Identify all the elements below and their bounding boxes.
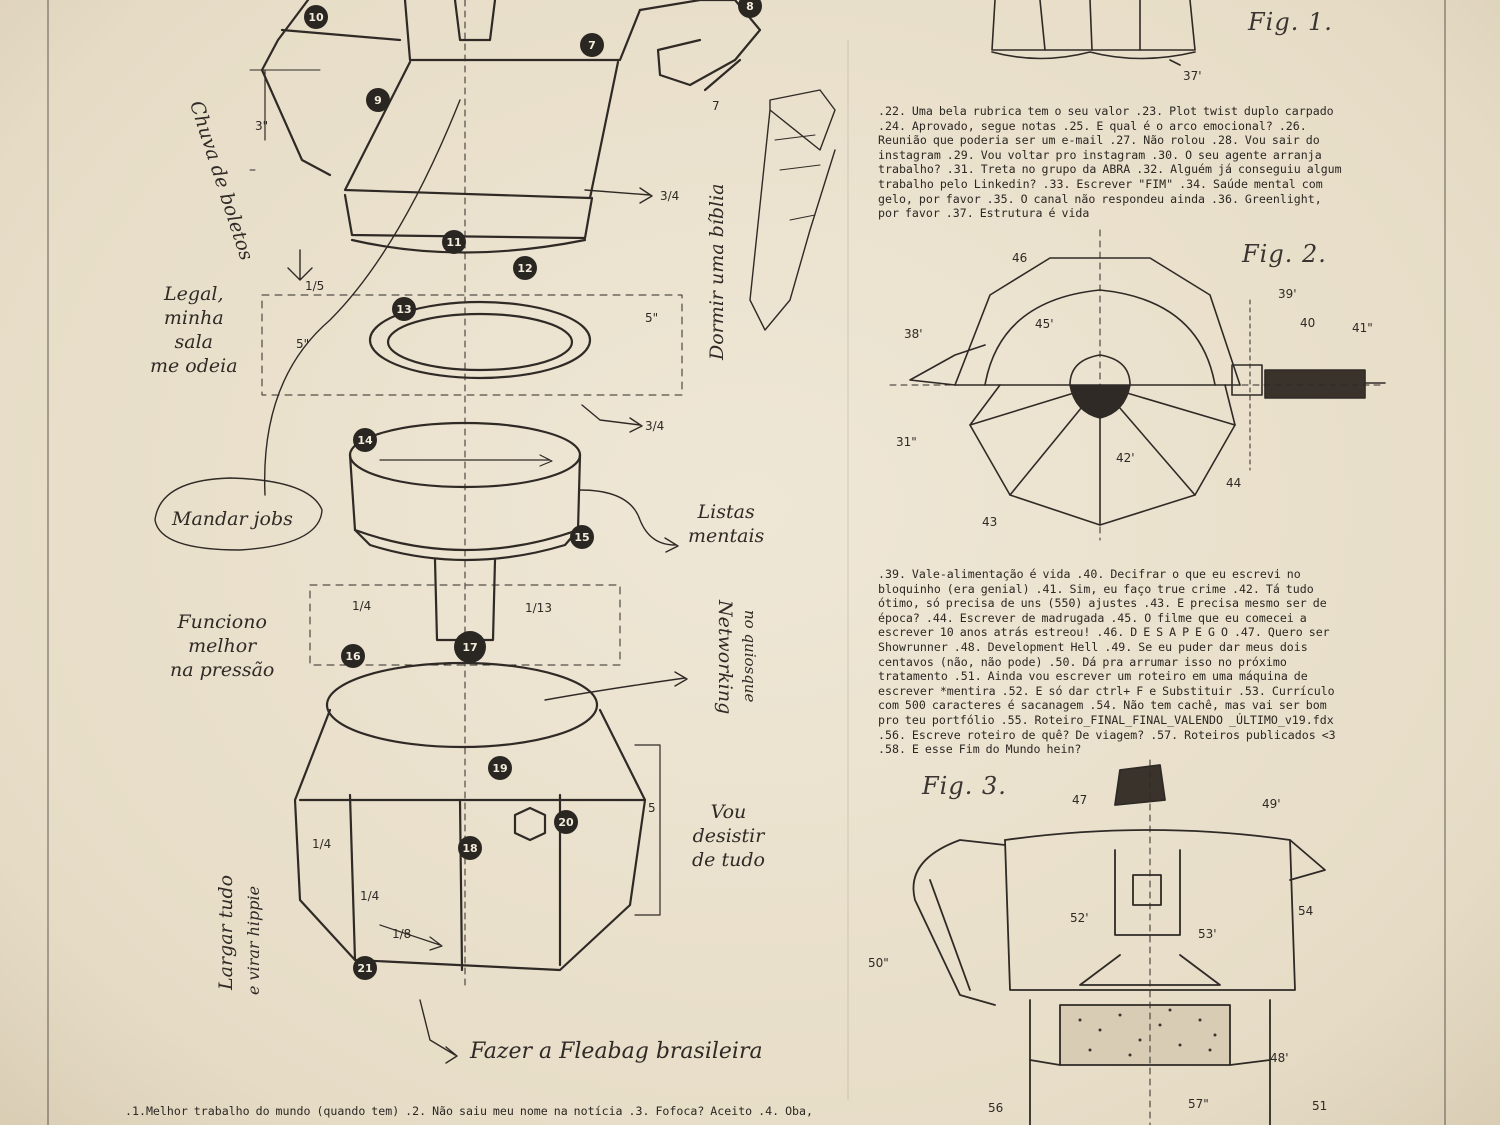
meas-1-5: 1/5 (305, 279, 324, 293)
coffee-grounds (1078, 1008, 1217, 1057)
part-49: 49' (1262, 797, 1281, 811)
exploded-view (154, 0, 836, 1064)
part-44: 44 (1226, 476, 1241, 490)
svg-text:19: 19 (492, 762, 507, 775)
part-42: 42' (1116, 451, 1135, 465)
note-mandar-jobs: Mandar jobs (172, 508, 293, 530)
callout-21: 21 (353, 956, 377, 980)
part-57: 57" (1188, 1097, 1209, 1111)
part-47: 47 (1072, 793, 1087, 807)
svg-text:15: 15 (574, 531, 589, 544)
callout-20: 20 (554, 810, 578, 834)
svg-text:12: 12 (517, 262, 532, 275)
svg-text:10: 10 (308, 11, 324, 24)
svg-text:9: 9 (374, 94, 382, 107)
svg-text:18: 18 (462, 842, 477, 855)
fig2-drawing (889, 229, 1386, 541)
part-41: 41" (1352, 321, 1373, 335)
part-45: 45' (1035, 317, 1054, 331)
part-numbers: 37' 46 39' 40 41" 38' 45' 31" 42' 44 43 … (868, 69, 1373, 1115)
svg-text:8: 8 (746, 0, 754, 13)
callout-10-top: 10 (304, 5, 328, 29)
note-legal-sala: Legal, minha sala me odeia (150, 283, 238, 377)
part-53: 53' (1198, 927, 1217, 941)
meas-3-4-top: 3/4 (660, 189, 679, 203)
note-desistir: Vou desistir de tudo (692, 801, 765, 871)
svg-text:7: 7 (588, 39, 596, 52)
fig2-label: Fig. 2. (1242, 240, 1327, 268)
svg-text:13: 13 (396, 303, 411, 316)
meas-5in-right: 5" (645, 311, 658, 325)
note-networking: Networking (714, 600, 736, 715)
svg-text:14: 14 (357, 434, 373, 447)
part-54: 54 (1298, 904, 1313, 918)
note-listas-mentais: Listas mentais (688, 501, 765, 547)
part-40: 40 (1300, 316, 1315, 330)
callout-19: 19 (488, 756, 512, 780)
note-virar-hippie: e virar hippie (244, 885, 263, 995)
fig3-drawing (912, 759, 1326, 1125)
part-48: 48' (1270, 1051, 1289, 1065)
callout-18: 18 (458, 836, 482, 860)
part-50: 50" (868, 956, 889, 970)
note-networking-quiosque: no quiosque (741, 610, 759, 703)
part-51: 51 (1312, 1099, 1327, 1113)
fig1-label: Fig. 1. (1248, 8, 1333, 36)
part-56: 56 (988, 1101, 1003, 1115)
meas-5: 5 (648, 801, 656, 815)
meas-3-4-mid: 3/4 (645, 419, 664, 433)
meas-1-4-left: 1/4 (352, 599, 371, 613)
part-39: 39' (1278, 287, 1297, 301)
meas-1-4-body: 1/4 (312, 837, 331, 851)
part-43: 43 (982, 515, 997, 529)
callout-7: 7 (580, 33, 604, 57)
meas-1-8: 1/8 (392, 927, 411, 941)
callout-12: 12 (513, 256, 537, 280)
measurements: 3" 5" 5" 3/4 1/5 3/4 1/4 1/13 5 1/4 1/8 … (255, 99, 720, 941)
callouts: 10 8 7 9 11 12 13 14 15 16 17 18 19 20 2… (304, 0, 762, 980)
callout-15: 15 (570, 525, 594, 549)
part-37: 37' (1183, 69, 1202, 83)
note-largar-tudo: Largar tudo (215, 874, 237, 990)
svg-text:16: 16 (345, 650, 361, 663)
callout-11: 11 (442, 230, 466, 254)
note-dormir-biblia: Dormir uma bíblia (706, 183, 728, 360)
svg-text:20: 20 (558, 816, 574, 829)
notes-block-2: .39. Vale-alimentação é vida .40. Decifr… (878, 567, 1336, 757)
callout-16: 16 (341, 644, 365, 668)
part-38: 38' (904, 327, 923, 341)
notes-block-3: .1.Melhor trabalho do mundo (quando tem)… (125, 1104, 813, 1118)
note-funciono-melhor: Funciono melhor na pressão (170, 611, 275, 681)
note-fleabag: Fazer a Fleabag brasileira (470, 1039, 763, 1064)
meas-3in: 3" (255, 119, 268, 133)
part-52: 52' (1070, 911, 1089, 925)
callout-13: 13 (392, 297, 416, 321)
part-46: 46 (1012, 251, 1027, 265)
fig3-label: Fig. 3. (922, 772, 1007, 800)
callout-9: 9 (366, 88, 390, 112)
meas-1-4-panel: 1/4 (360, 889, 379, 903)
svg-text:17: 17 (462, 641, 477, 654)
meas-1-13: 1/13 (525, 601, 552, 615)
callout-14: 14 (353, 428, 377, 452)
svg-text:11: 11 (446, 236, 461, 249)
notes-block-1: .22. Uma bela rubrica tem o seu valor .2… (878, 104, 1342, 221)
callout-17: 17 (454, 631, 486, 663)
svg-text:21: 21 (357, 962, 372, 975)
part-31: 31" (896, 435, 917, 449)
meas-5in-left: 5" (296, 337, 309, 351)
callout-8: 8 (738, 0, 762, 18)
fig1-drawing (991, 0, 1196, 66)
meas-7: 7 (712, 99, 720, 113)
